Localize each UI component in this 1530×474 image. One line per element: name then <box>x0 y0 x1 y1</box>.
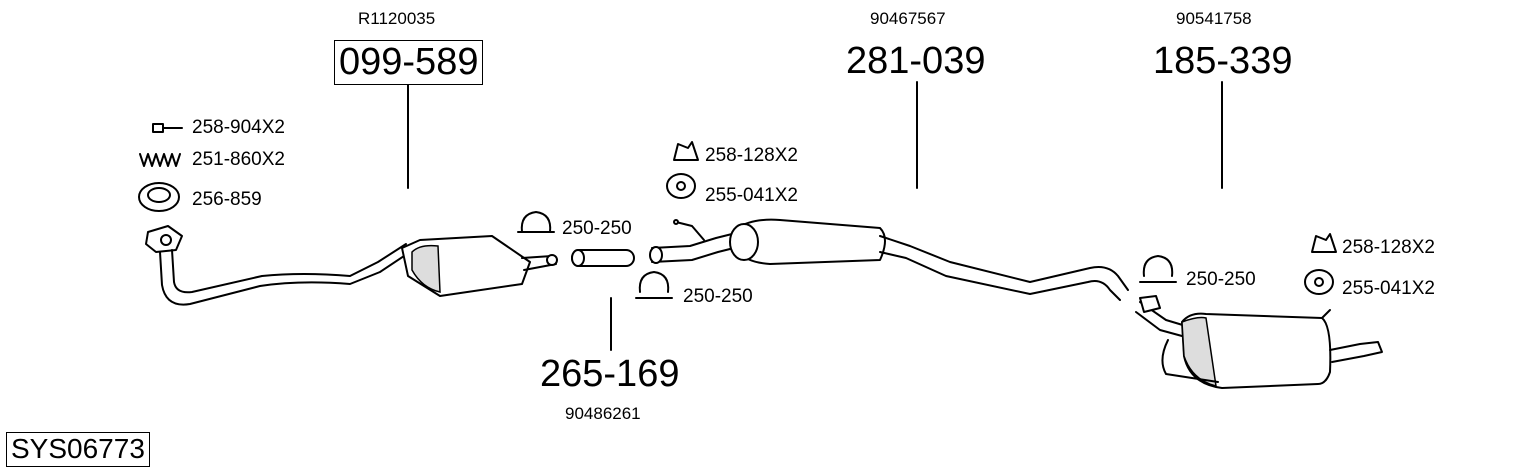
catalytic-part-number[interactable]: 099-589 <box>334 40 484 85</box>
connector-pipe <box>571 249 635 267</box>
rubber-mount-icon-rear <box>1304 269 1334 295</box>
connector-pipe-oem-number: 90486261 <box>565 404 641 423</box>
clamp-rear-part-label[interactable]: 250-250 <box>1186 269 1256 290</box>
clamp-icon-rear <box>1139 255 1177 283</box>
clamp-icon-b <box>635 271 673 299</box>
hanger-mid-part-label[interactable]: 258-128X2 <box>705 145 798 166</box>
hanger-icon-rear <box>1311 233 1337 253</box>
hanger-rear-part-label[interactable]: 258-128X2 <box>1342 237 1435 258</box>
catalytic-converter <box>401 235 558 297</box>
clamp-a-part-label[interactable]: 250-250 <box>562 218 632 239</box>
bolt-icon <box>152 123 183 133</box>
mid-silencer-oem-number: 90467567 <box>870 9 946 28</box>
mid-silencer-assembly <box>649 218 1129 301</box>
rubber-mount-icon-mid <box>666 173 696 199</box>
system-code: SYS06773 <box>6 432 150 467</box>
spring-part-label[interactable]: 251-860X2 <box>192 149 285 170</box>
rubber-mid-part-label[interactable]: 255-041X2 <box>705 185 798 206</box>
spring-icon <box>139 153 181 167</box>
hanger-icon-mid <box>673 141 699 161</box>
connector-pipe-part-number[interactable]: 265-169 <box>540 353 680 395</box>
gasket-icon <box>138 182 180 212</box>
clamp-b-part-label[interactable]: 250-250 <box>683 286 753 307</box>
rear-silencer-oem-number: 90541758 <box>1176 9 1252 28</box>
catalytic-oem-number: R1120035 <box>358 9 436 28</box>
rear-silencer-part-number[interactable]: 185-339 <box>1153 40 1293 82</box>
rear-silencer-assembly <box>1135 295 1383 389</box>
front-downpipe <box>145 225 411 306</box>
bolt-part-label[interactable]: 258-904X2 <box>192 117 285 138</box>
mid-silencer-part-number[interactable]: 281-039 <box>846 40 986 82</box>
clamp-icon-a <box>517 211 555 233</box>
rubber-rear-part-label[interactable]: 255-041X2 <box>1342 278 1435 299</box>
gasket-part-label[interactable]: 256-859 <box>192 189 262 210</box>
